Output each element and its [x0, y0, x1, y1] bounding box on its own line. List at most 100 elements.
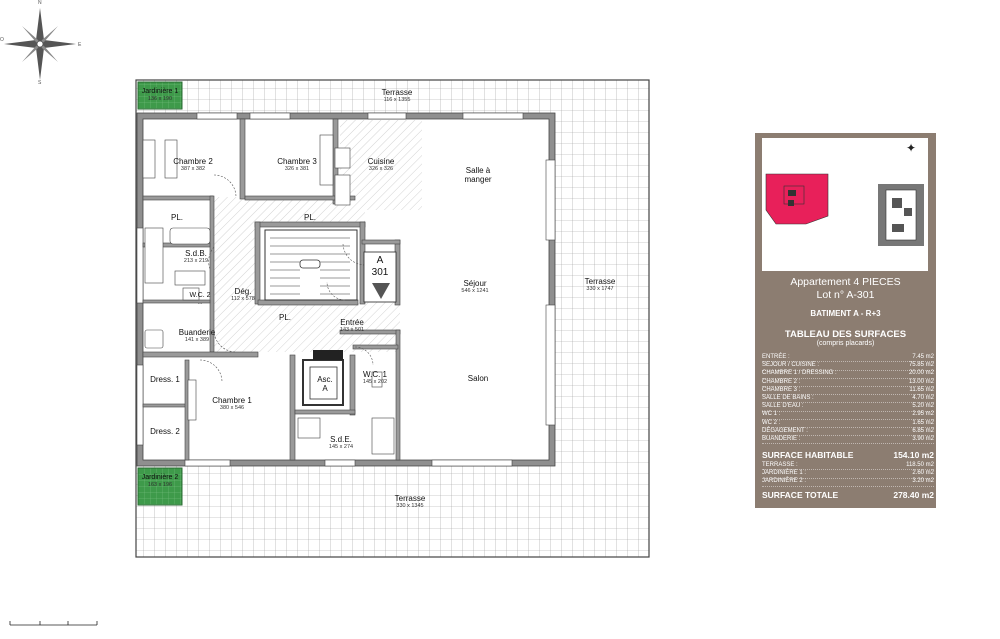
surface-row: SALLE DE BAINS : 4.70 m2 — [762, 394, 934, 404]
room-name: Terrasse — [584, 277, 616, 286]
room-name: Séjour — [463, 279, 487, 288]
surface-habitable-value: 154.10 m2 — [893, 450, 934, 460]
room-dimensions: ... — [197, 300, 203, 307]
room-name: Asc. A — [317, 375, 333, 394]
panel-batiment: BATIMENT A - R+3 — [810, 309, 881, 318]
surface-value: 6.85 m2 — [912, 427, 934, 434]
jardiniere-1-area — [137, 81, 183, 110]
surface-row: CHAMBRE 3 : 11.65 m2 — [762, 386, 934, 396]
room-dimensions: 387 x 382 — [180, 166, 206, 173]
room-dimensions: 330 x 1747 — [586, 286, 614, 293]
surface-value: 2.60 m2 — [912, 470, 934, 477]
surface-value: 1.65 m2 — [912, 419, 934, 426]
surface-label: TERRASSE : — [762, 462, 798, 468]
room-name: Terrasse — [394, 494, 426, 503]
room-name: Dress. 1 — [150, 375, 180, 384]
surface-value: 2.95 m2 — [912, 411, 934, 418]
surface-label: JARDINIÈRE 1 : — [762, 470, 807, 477]
room-label-deg: Dég.112 x 578 — [203, 287, 283, 303]
surface-label: ENTRÉE : — [762, 354, 790, 360]
compass-south-label: S — [38, 80, 42, 86]
surface-label: WC 2 : — [762, 419, 781, 426]
surface-label: CHAMBRE 3 : — [762, 386, 801, 393]
stair-tag-letter: A — [376, 255, 384, 266]
surface-label: SALLE DE BAINS : — [762, 395, 814, 401]
room-name: PL. — [303, 213, 316, 222]
room-name: W.C. 2 — [189, 292, 211, 299]
room-name: PL. — [278, 313, 291, 322]
key-map: ✦ — [762, 138, 928, 271]
room-dimensions: 546 x 1241 — [461, 288, 489, 295]
room-label-salle-manger: Salle à manger — [438, 166, 518, 184]
room-dimensions: 116 x 1355 — [383, 97, 411, 104]
room-name: S.d.B. — [185, 249, 207, 258]
surface-value: 4.70 m2 — [912, 395, 934, 401]
surface-row: SEJOUR / CUISINE : 75.85 m2 — [762, 361, 934, 371]
room-name: PL. — [170, 213, 183, 222]
room-name: Chambre 2 — [173, 157, 213, 166]
compass-rose-icon — [4, 8, 76, 80]
panel-tableau-sub: (compris placards) — [816, 340, 875, 347]
surface-row: JARDINIÈRE 1 : 2.60 m2 — [762, 469, 934, 479]
surface-row: WC 1 :2.95 m2 — [762, 410, 934, 420]
surface-value: 75.85 m2 — [908, 362, 934, 369]
surface-value: 11.65 m2 — [909, 386, 934, 393]
room-name: Dress. 2 — [150, 427, 180, 436]
room-name: Entrée — [340, 318, 364, 327]
room-name: Terrasse — [381, 88, 413, 97]
surface-label: CHAMBRE 2 : — [762, 378, 801, 385]
surface-totale-label: SURFACE TOTALE — [762, 490, 839, 500]
surface-row: CHAMBRE 2 :13.00 m2 — [762, 378, 934, 387]
room-dimensions: 143 x 501 — [339, 327, 365, 334]
room-dimensions: 163 x 196 — [147, 482, 173, 489]
surface-row: TERRASSE :118.50 m2 — [762, 461, 934, 471]
compass-west-label: O — [0, 37, 4, 43]
surface-habitable-row: SURFACE HABITABLE 154.10 m2 — [762, 449, 934, 461]
compass-north-label: N — [38, 0, 42, 6]
surface-row: BUANDERIE :3.90 m2 — [762, 435, 934, 445]
room-dimensions: 380 x 546 — [219, 405, 245, 412]
room-dimensions: 145 x 202 — [362, 379, 388, 386]
room-name: Jardinière 1 — [141, 88, 179, 95]
scale-bar — [9, 621, 98, 626]
surface-row: CHAMBRE 1 / DRESSING :20.00 m2 — [762, 369, 934, 379]
room-name: Chambre 1 — [212, 396, 252, 405]
panel-title-lot: Lot n° A-301 — [816, 289, 875, 301]
surface-row: WC 2 : 1.65 m2 — [762, 419, 934, 428]
surface-row: SALLE D'EAU :5.20 m2 — [762, 402, 934, 412]
surface-label: SEJOUR / CUISINE : — [762, 362, 820, 369]
room-name: W.C. 1 — [362, 370, 387, 379]
room-name: Cuisine — [367, 157, 395, 166]
room-name: Buanderie — [178, 328, 216, 337]
room-dimensions: 213 x 219 — [183, 258, 209, 265]
surface-label: SALLE D'EAU : — [762, 403, 804, 410]
room-dimensions: 326 x 381 — [284, 166, 310, 173]
surface-value: 3.20 m2 — [912, 478, 934, 485]
room-label-asc: Asc. A — [285, 375, 365, 393]
room-dimensions: 330 x 1345 — [396, 503, 424, 510]
surface-totale-value: 278.40 m2 — [893, 490, 934, 500]
room-dimensions: 326 x 326 — [368, 166, 394, 173]
north-arrow-icon: ✦ — [906, 141, 917, 155]
surface-label: JARDINIÈRE 2 : — [762, 478, 807, 485]
room-label-pl1: PL. — [137, 213, 217, 222]
panel-tableau-title: TABLEAU DES SURFACES — [784, 329, 907, 340]
surface-row: ENTRÉE :7.45 m2 — [762, 353, 934, 363]
room-label-wc2: W.C. 2... — [160, 292, 240, 306]
room-name: S.d.E. — [330, 435, 352, 444]
surface-row: JARDINIÈRE 2 : 3.20 m2 — [762, 477, 934, 487]
room-label-pl2: PL. — [270, 213, 350, 222]
room-name: Chambre 3 — [277, 157, 317, 166]
